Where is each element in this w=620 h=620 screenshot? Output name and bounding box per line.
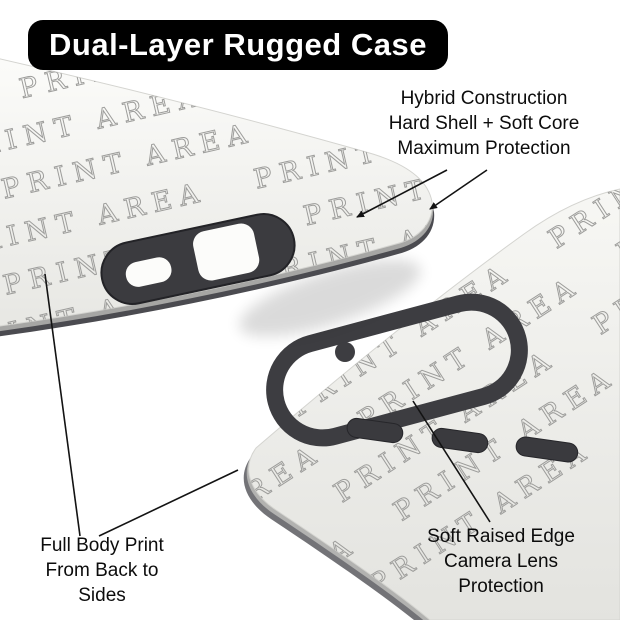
callout-line: Maximum Protection (397, 138, 571, 159)
side-button-3 (515, 436, 579, 463)
fullbody-callout-line-1 (44, 273, 81, 537)
callout-full-body-print: Full Body Print From Back to Sides (6, 533, 198, 608)
callout-camera-protection: Soft Raised Edge Camera Lens Protection (396, 524, 606, 599)
callout-line: Hybrid Construction (400, 88, 568, 109)
callout-hybrid-construction: Hybrid Construction Hard Shell + Soft Co… (348, 86, 620, 161)
fullbody-callout-line-2 (98, 469, 239, 537)
callout-line: Sides (78, 585, 126, 606)
callout-line: Full Body Print (40, 535, 164, 556)
side-button-2 (431, 427, 489, 454)
camera-callout-line (412, 400, 491, 523)
title-badge: Dual-Layer Rugged Case (28, 20, 448, 70)
camera-raised-edge-ring (266, 293, 528, 447)
camera-cutout-hole-large (193, 223, 260, 281)
hybrid-callout-line-2 (429, 169, 488, 210)
callout-line: Protection (458, 576, 544, 597)
case1-shadow (239, 259, 421, 337)
callout-line: From Back to (45, 560, 159, 581)
hybrid-callout-line-1 (356, 169, 448, 218)
callout-line: Hard Shell + Soft Core (388, 113, 580, 134)
camera-cutout-group (100, 213, 296, 305)
camera-cutout-hole-small (125, 257, 172, 287)
side-button-1 (346, 417, 404, 444)
callout-line: Soft Raised Edge (427, 526, 575, 547)
callout-line: Camera Lens (443, 551, 559, 572)
camera-lens-dot (335, 342, 355, 362)
